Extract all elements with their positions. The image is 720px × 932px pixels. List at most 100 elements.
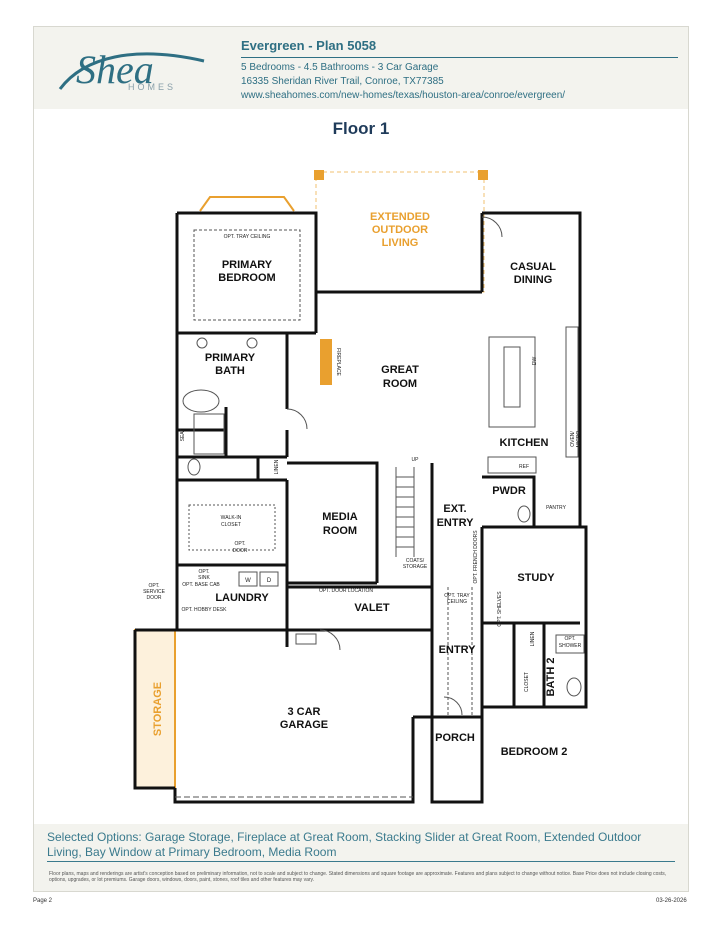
- note-pantry: PANTRY: [546, 505, 566, 511]
- label-ext-entry-2: ENTRY: [437, 517, 475, 529]
- footer-divider: [47, 861, 675, 862]
- label-primary-bedroom-2: BEDROOM: [218, 272, 275, 284]
- door-swing: [481, 216, 503, 238]
- stairs: [395, 467, 415, 557]
- note-walkin-1: WALK-IN: [221, 515, 242, 521]
- note-coats-2: STORAGE: [403, 564, 428, 570]
- pwdr-toilet: [517, 505, 531, 523]
- island-sink: [503, 346, 521, 408]
- door-swing: [443, 696, 463, 716]
- floor-title: Floor 1: [332, 119, 390, 138]
- door-swing: [319, 629, 341, 651]
- label-great-room-2: ROOM: [383, 378, 417, 390]
- selected-options: Selected Options: Garage Storage, Firepl…: [47, 830, 642, 859]
- note-seat: SEAT: [180, 429, 186, 442]
- note-opt-hobby-desk: OPT. HOBBY DESK: [182, 607, 228, 613]
- label-porch: PORCH: [435, 732, 475, 744]
- sink-right: [246, 337, 258, 349]
- note-opt-sink-2: SINK: [198, 575, 210, 581]
- label-primary-bath-2: BATH: [215, 365, 245, 377]
- label-pwdr: PWDR: [492, 485, 526, 497]
- label-garage-1: 3 CAR: [287, 706, 320, 718]
- garage-storage-option: [134, 629, 176, 789]
- note-walkin-2: CLOSET: [221, 522, 241, 528]
- refrigerator: [487, 456, 537, 474]
- label-casual-dining-1: CASUAL: [510, 261, 556, 273]
- note-opt-sink-1: OPT.: [198, 569, 209, 575]
- opt-shower: [555, 634, 585, 654]
- label-ext-entry-1: EXT.: [443, 503, 466, 515]
- note-opt-base-cab: OPT. BASE CAB: [182, 582, 220, 588]
- plan-title: Evergreen - Plan 5058: [241, 38, 377, 53]
- sink-left: [196, 337, 208, 349]
- note-linen-2: LINEN: [530, 631, 536, 646]
- note-opt-door-1: OPT.: [234, 541, 245, 547]
- label-laundry: LAUNDRY: [215, 592, 269, 604]
- label-bedroom2: BEDROOM 2: [501, 746, 568, 758]
- logo-subtext: HOMES: [128, 82, 177, 92]
- page-number: Page 2: [33, 898, 53, 904]
- note-entry-tray-1: OPT. TRAY: [444, 593, 470, 599]
- note-up: UP: [412, 457, 420, 463]
- label-great-room-1: GREAT: [381, 364, 419, 376]
- note-closet: CLOSET: [524, 672, 530, 692]
- kitchen-counter: [565, 326, 579, 458]
- shower: [193, 413, 225, 455]
- toilet: [187, 458, 201, 476]
- plan-address: 16335 Sheridan River Trail, Conroe, TX77…: [241, 76, 444, 87]
- note-opt-shower-2: SHOWER: [559, 643, 582, 649]
- plan-specs: 5 Bedrooms - 4.5 Bathrooms - 3 Car Garag…: [241, 62, 439, 73]
- note-opt-service-2: SERVICE: [143, 589, 166, 595]
- disclaimer: Floor plans, maps and renderings are art…: [49, 871, 667, 883]
- label-media-room-2: ROOM: [323, 525, 357, 537]
- note-dw: DW: [532, 357, 538, 366]
- bath2-toilet: [566, 677, 582, 697]
- garage-vent: [295, 633, 317, 645]
- label-entry: ENTRY: [439, 644, 477, 656]
- note-fireplace: FIREPLACE: [335, 348, 341, 376]
- note-opt-french-doors: OPT. FRENCH DOORS: [473, 530, 479, 584]
- walls: [133, 211, 588, 804]
- label-living: LIVING: [382, 237, 419, 249]
- plan-url[interactable]: www.sheahomes.com/new-homes/texas/housto…: [241, 90, 566, 101]
- note-coats-1: COATS/: [406, 558, 425, 564]
- page-date: 03-26-2026: [656, 898, 687, 904]
- label-valet: VALET: [354, 602, 390, 614]
- note-opt-door-location: OPT. DOOR LOCATION: [319, 588, 373, 594]
- note-opt-shelves: OPT. SHELVES: [497, 591, 503, 627]
- logo-wordmark: Shea: [76, 47, 154, 92]
- label-casual-dining-2: DINING: [514, 274, 553, 286]
- note-entry-tray-2: CEILING: [447, 599, 467, 605]
- floor-plan: EXTENDED OUTDOOR LIVING STORAGE PRIMARY …: [133, 170, 588, 804]
- closet-shelving: [188, 504, 276, 551]
- fixtures: [175, 216, 585, 798]
- label-primary-bedroom-1: PRIMARY: [222, 259, 273, 271]
- note-oven-1: OVEN/: [570, 431, 576, 447]
- brochure-page: Shea HOMES Evergreen - Plan 5058 5 Bedro…: [33, 26, 689, 892]
- label-garage-2: GARAGE: [280, 719, 328, 731]
- outdoor-post: [478, 170, 488, 180]
- label-media-room-1: MEDIA: [322, 511, 358, 523]
- label-study: STUDY: [517, 572, 555, 584]
- note-opt-shower-1: OPT.: [564, 636, 575, 642]
- label-primary-bath-1: PRIMARY: [205, 352, 256, 364]
- note-opt-service-3: DOOR: [147, 595, 162, 601]
- label-bath2: BATH 2: [545, 658, 557, 697]
- label-storage: STORAGE: [152, 682, 164, 736]
- note-ref: REF: [519, 464, 529, 470]
- shea-logo: Shea: [58, 47, 205, 92]
- dryer: [259, 571, 279, 587]
- door-swing: [286, 408, 308, 430]
- fireplace: [320, 339, 332, 385]
- note-tray-ceiling: OPT. TRAY CEILING: [224, 234, 271, 240]
- kitchen-island: [488, 336, 536, 428]
- note-oven-2: MICRO: [576, 431, 582, 448]
- note-linen: LINEN: [274, 459, 280, 474]
- label-kitchen: KITCHEN: [500, 437, 549, 449]
- note-opt-service-1: OPT.: [148, 583, 159, 589]
- label-extended: EXTENDED: [370, 211, 430, 223]
- note-opt-door-2: DOOR: [233, 548, 248, 554]
- washer: [238, 571, 258, 587]
- header-bar: Shea HOMES Evergreen - Plan 5058 5 Bedro…: [34, 27, 688, 109]
- note-washer: W: [245, 578, 251, 584]
